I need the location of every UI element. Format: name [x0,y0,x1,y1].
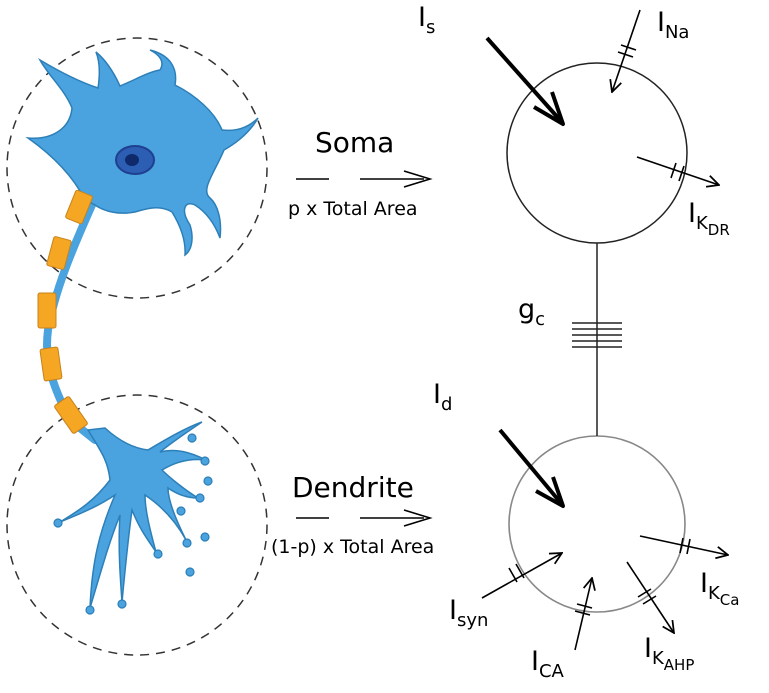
dendrite-region-outline [6,394,268,656]
i-kahp-channel-mark [637,588,657,605]
i-syn-channel-mark [508,563,525,583]
i-ca-channel-mark [574,603,593,616]
i-d-arrow [498,428,562,504]
i-d-arrowhead [535,476,565,508]
neuron-illustration [6,37,268,656]
i-na-channel-mark [617,44,637,58]
dendrite-area-label: (1-p) x Total Area [271,536,434,558]
soma-dashed-arrow [296,170,433,188]
i-kdr-channel-mark [670,162,685,182]
dendrite-spines [53,433,213,615]
i-syn-label: Isyn [449,595,488,631]
nucleolus [125,154,139,166]
myelin-segment [39,346,63,382]
dendrite-dashed-arrow [296,509,433,527]
dendritic-tree [59,421,207,609]
i-ca-label: ICA [531,646,565,682]
axon [43,201,99,444]
i-na-label: INa [657,7,689,43]
i-kca-arrow [639,535,728,555]
dendrite-mapping: Dendrite (1-p) x Total Area [271,471,434,558]
i-s-arrow [485,36,562,122]
i-kdr-label: IKDR [688,198,730,239]
g-c-label: gc [518,294,545,330]
i-d-label: Id [433,379,452,415]
i-na-arrow [612,9,641,92]
soma-label: Soma [315,126,394,159]
i-s-arrowhead [532,91,565,126]
i-kahp-arrow [626,561,674,633]
soma-area-label: p x Total Area [288,198,418,220]
soma-mapping: Soma p x Total Area [288,126,433,220]
i-s-label: Is [418,2,435,38]
soma-region-outline [6,37,268,299]
i-kca-label: IKCa [700,568,739,609]
i-kahp-label: IKAHP [644,633,694,674]
myelin-segment [46,236,72,270]
equivalent-circuit: Is INa IKDR gc Id Isyn ICA IKAHP IKCa [418,2,739,682]
i-kca-channel-mark [679,537,691,555]
dendrite-compartment [508,435,686,613]
coupling-conductance-symbol [572,322,622,348]
i-kdr-arrow [636,156,719,185]
myelin-segment [54,396,88,434]
myelin-segment [65,189,93,225]
dendrite-label: Dendrite [292,471,414,504]
myelin-segment [37,292,57,329]
